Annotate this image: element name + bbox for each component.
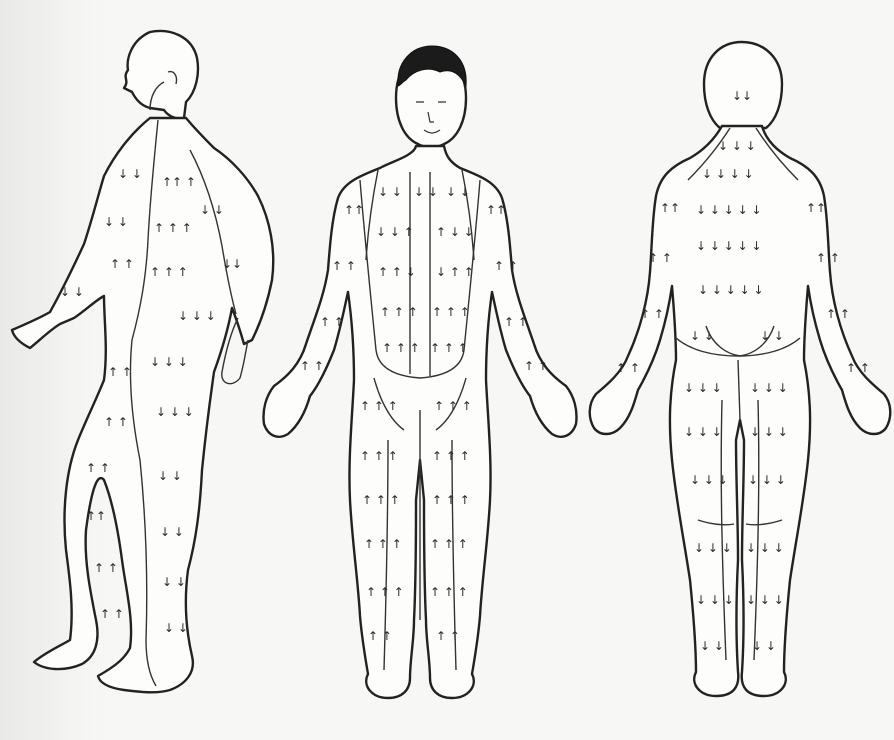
arrow-mark: ↑ ↑ <box>436 629 460 643</box>
arrow-mark: ↑ ↑ <box>300 359 324 373</box>
arrow-mark: ↓ ↓ <box>752 639 776 653</box>
arrow-mark: ↓ ↓ <box>414 185 438 199</box>
arrow-mark: ↓ ↓ <box>160 525 184 539</box>
arrow-mark: ↑ ↑ ↑ <box>434 399 472 413</box>
arrow-mark: ↑ ↑ <box>494 259 518 273</box>
arrow-mark: ↑↑ <box>486 203 506 217</box>
arrow-mark: ↓ ↓ <box>158 469 182 483</box>
arrow-mark: ↓ ↑ ↑ <box>436 265 474 279</box>
arrow-mark: ↑ ↑ ↓ <box>378 265 416 279</box>
arrow-mark: ↑ ↓ ↓ <box>436 225 474 239</box>
front-view-figure: ↓ ↓ ↓ ↓ ↓ ↓ ↑↑ ↑↑ ↓ ↓ ↑ ↑ ↓ ↓ ↑ ↑ ↓ ↓ ↑ … <box>263 46 576 698</box>
arrow-mark: ↑ ↑ <box>846 361 870 375</box>
arrow-mark: ↑ ↑ <box>104 415 128 429</box>
arrow-mark: ↓ ↓ ↓ <box>718 139 756 153</box>
arrow-mark: ↑ ↑ <box>320 315 344 329</box>
side-view-figure: ↓ ↓ ↑↑ ↑ ↓ ↓ ↑ ↑ ↑ ↓ ↓ ↑ ↑ ↑ ↑ ↑ ↓↓ ↓ ↓ … <box>12 31 273 692</box>
arrow-mark: ↑ ↑ ↑ <box>430 341 468 355</box>
arrow-mark: ↑ ↑ ↑ <box>154 221 192 235</box>
arrow-mark: ↑ ↑ ↑ <box>360 399 398 413</box>
arrow-mark: ↑ ↑ <box>94 561 118 575</box>
arrow-mark: ↓ ↓ ↓ <box>150 355 188 369</box>
arrow-mark: ↓ ↓ <box>200 203 224 217</box>
arrow-mark: ↓ ↓ ↓ <box>748 473 786 487</box>
arrow-mark: ↑ ↑ <box>816 251 840 265</box>
arrow-mark: ↑↑ <box>806 201 826 215</box>
arrow-mark: ↓ ↓ ↑ <box>376 225 414 239</box>
arrow-mark: ↑↑ <box>86 509 106 523</box>
arrow-mark: ↑↑ <box>344 203 364 217</box>
arrow-mark: ↓ ↓ ↓ ↓ ↓ <box>696 239 762 253</box>
arrow-mark: ↓ ↓ <box>446 185 470 199</box>
arrow-mark: ↑ ↑ ↑ <box>430 537 468 551</box>
arrow-mark: ↑ ↑ ↑ <box>430 585 468 599</box>
arrow-mark: ↑ ↑ ↑ <box>150 265 188 279</box>
arrow-mark: ↓ ↓ ↓ <box>746 541 784 555</box>
arrow-mark: ↑ ↑ ↑ <box>432 449 470 463</box>
arrow-mark: ↑ ↑ ↑ <box>382 341 420 355</box>
arrow-mark: ↑ ↑ <box>108 365 132 379</box>
arrow-mark: ↑ ↑ ↑ <box>432 305 470 319</box>
arrow-mark: ↑ ↑ <box>640 307 664 321</box>
arrow-mark: ↑↑ ↑ <box>162 175 196 189</box>
arrow-mark: ↑ ↑ <box>86 461 110 475</box>
arrow-mark: ↑ ↑ <box>100 607 124 621</box>
arrow-mark: ↑ ↑ <box>826 307 850 321</box>
arrow-mark: ↓ ↓ ↓ <box>690 473 728 487</box>
arrow-mark: ↑ ↑ <box>524 359 548 373</box>
arrow-mark: ↑ ↑ ↑ <box>364 537 402 551</box>
arrow-mark: ↑ ↑ ↑ <box>366 585 404 599</box>
arrow-mark: ↓ ↓ ↓ ↓ ↓ <box>698 283 764 297</box>
back-view-figure: ↓↓ ↓ ↓ ↓ ↓ ↓ ↓ ↓ ↑↑ ↑↑ ↓ ↓ ↓ ↓ ↓ ↓ ↓ ↓ ↓… <box>590 42 891 696</box>
back-head <box>704 42 782 128</box>
arrow-mark: ↑ ↑ <box>332 259 356 273</box>
arrow-mark: ↓ ↓ <box>118 167 142 181</box>
arrow-mark: ↑ ↑ <box>368 629 392 643</box>
arrow-mark: ↓ ↓ <box>60 285 84 299</box>
arrow-mark: ↓ ↓ <box>378 185 402 199</box>
arrow-mark: ↑ ↑ <box>110 257 134 271</box>
arrow-mark: ↑ ↑ ↑ <box>360 449 398 463</box>
arrow-mark: ↓ ↓ ↓ <box>746 593 784 607</box>
arrow-mark: ↓ ↓ ↓ <box>750 425 788 439</box>
arrow-mark: ↓ ↓ <box>162 575 186 589</box>
arrow-mark: ↑ ↑ <box>504 315 528 329</box>
arrow-mark: ↓ ↓ ↓ <box>684 381 722 395</box>
arrow-mark: ↑ ↑ ↑ <box>432 493 470 507</box>
arrow-mark: ↑ ↑ <box>648 251 672 265</box>
side-head <box>124 31 198 119</box>
arrow-mark: ↑↑ <box>660 201 680 215</box>
arrow-mark: ↓ ↓ ↓ ↓ <box>702 167 754 181</box>
arrow-mark: ↑ ↑ <box>616 361 640 375</box>
arrow-mark: ↓ ↓ <box>700 639 724 653</box>
arrow-mark: ↓ ↓ <box>164 621 188 635</box>
arrow-mark: ↑ ↑ ↑ <box>380 305 418 319</box>
arrow-mark: ↓ ↓ ↓ <box>684 425 722 439</box>
arrow-mark: ↑ ↑ ↑ <box>362 493 400 507</box>
side-body <box>12 118 273 692</box>
arrow-mark: ↓ ↓ ↓ <box>750 381 788 395</box>
arrow-mark: ↓↓ <box>222 257 242 271</box>
arrow-mark: ↓ ↓ ↓ <box>156 405 194 419</box>
arrow-mark: ↓ ↓ ↓ <box>694 541 732 555</box>
arrow-mark: ↓ ↓ <box>104 215 128 229</box>
arrow-mark: ↓ ↓ ↓ <box>696 593 734 607</box>
arrow-mark: ↓↓ <box>732 89 752 103</box>
arrow-mark: ↓ ↓ ↓ ↓ ↓ <box>696 203 762 217</box>
arrow-mark: ↓ ↓ <box>690 329 714 343</box>
arrow-mark: ↓ ↓ <box>760 329 784 343</box>
arrow-mark: ↓ ↓ ↓ <box>178 309 216 323</box>
